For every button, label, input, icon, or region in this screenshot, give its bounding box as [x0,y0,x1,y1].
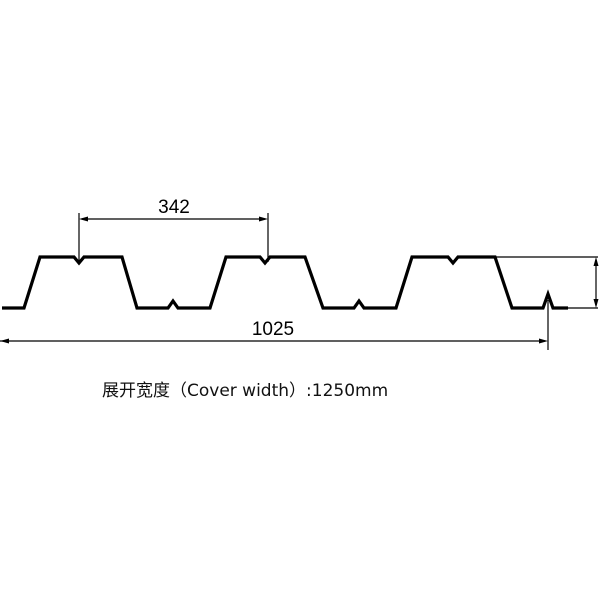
arrow-right-icon [539,338,548,344]
rib-pitch-label: 342 [158,197,190,218]
cover-width-label: 1025 [252,319,294,340]
rib-height-dimension [496,256,599,309]
cover-width-dimension: 1025 [0,300,549,350]
arrow-right-icon [259,216,268,222]
arrow-up-icon [593,257,599,266]
deck-profile-outline [2,255,568,310]
arrow-down-icon [593,299,599,308]
rib-pitch-dimension: 342 [78,197,269,262]
arrow-left-icon [79,216,88,222]
arrow-left-icon [0,338,9,344]
cover-width-caption: 展开宽度（Cover width）:1250mm [102,381,389,401]
